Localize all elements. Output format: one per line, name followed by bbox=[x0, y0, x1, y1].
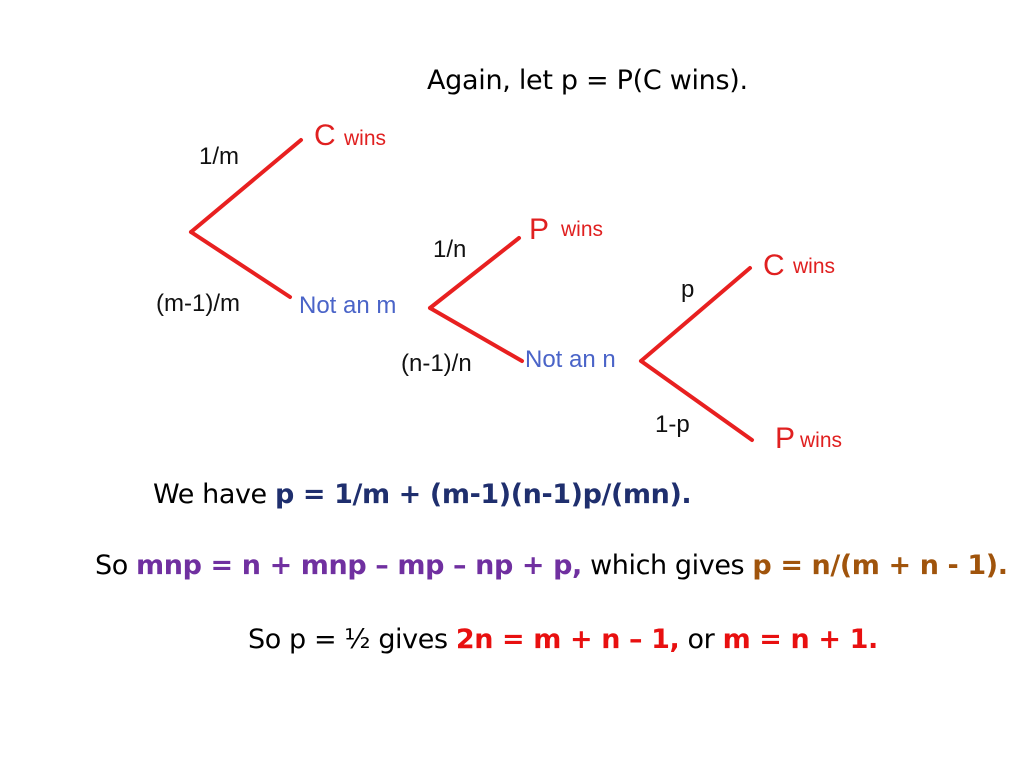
branch-1-top bbox=[189, 138, 303, 234]
outcome-c-letter-2: C bbox=[763, 249, 785, 282]
branch-3-bottom bbox=[639, 359, 754, 442]
prob-n-minus-1-over-n: (n-1)/n bbox=[401, 350, 472, 377]
prob-p: p bbox=[681, 276, 695, 303]
outcome-p-letter-1: P bbox=[529, 213, 550, 246]
equation-3-condition: 2n = m + n – 1, bbox=[455, 624, 680, 655]
outcome-c-wins-label-2: wins bbox=[793, 255, 836, 278]
outcome-not-an-n: Not an n bbox=[525, 346, 616, 373]
outcome-c-letter-1: C bbox=[314, 119, 336, 152]
branch-2-top bbox=[428, 236, 521, 310]
slide-title: Again, let p = P(C wins). bbox=[427, 65, 748, 96]
equation-3-connector: or bbox=[679, 624, 723, 655]
equation-2-connector: which gives bbox=[581, 550, 753, 581]
outcome-not-an-m: Not an m bbox=[299, 292, 397, 319]
outcome-p-wins-label-1: wins bbox=[561, 218, 604, 241]
outcome-c-wins-label-1: wins bbox=[344, 127, 387, 150]
prob-1-over-m: 1/m bbox=[199, 143, 240, 170]
outcome-p-wins-label-2: wins bbox=[800, 429, 843, 452]
branch-3-top bbox=[639, 266, 752, 363]
equation-line-2: So mnp = n + mnp – mp – np + p, which gi… bbox=[95, 552, 1008, 579]
equation-2-prefix: So bbox=[95, 550, 137, 581]
branch-2-bottom bbox=[428, 306, 524, 363]
prob-m-minus-1-over-m: (m-1)/m bbox=[156, 290, 240, 317]
tree-branches bbox=[189, 138, 754, 442]
equation-line-3: So p = ½ gives 2n = m + n – 1, or m = n … bbox=[248, 626, 878, 653]
branch-1-bottom bbox=[189, 230, 292, 299]
equation-3-result: m = n + 1. bbox=[722, 624, 879, 655]
equation-1-prefix: We have bbox=[153, 479, 275, 510]
equation-line-1: We have p = 1/m + (m-1)(n-1)p/(mn). bbox=[153, 479, 692, 510]
outcome-p-letter-2: P bbox=[775, 422, 796, 455]
equation-2-expansion: mnp = n + mnp – mp – np + p, bbox=[136, 550, 582, 581]
prob-1-over-n: 1/n bbox=[433, 236, 467, 263]
equation-3-prefix: So p = ½ gives bbox=[248, 624, 456, 655]
equation-2-result: p = n/(m + n - 1). bbox=[752, 550, 1008, 581]
prob-1-minus-p: 1-p bbox=[655, 411, 690, 438]
equation-1-formula: p = 1/m + (m-1)(n-1)p/(mn). bbox=[274, 479, 692, 510]
